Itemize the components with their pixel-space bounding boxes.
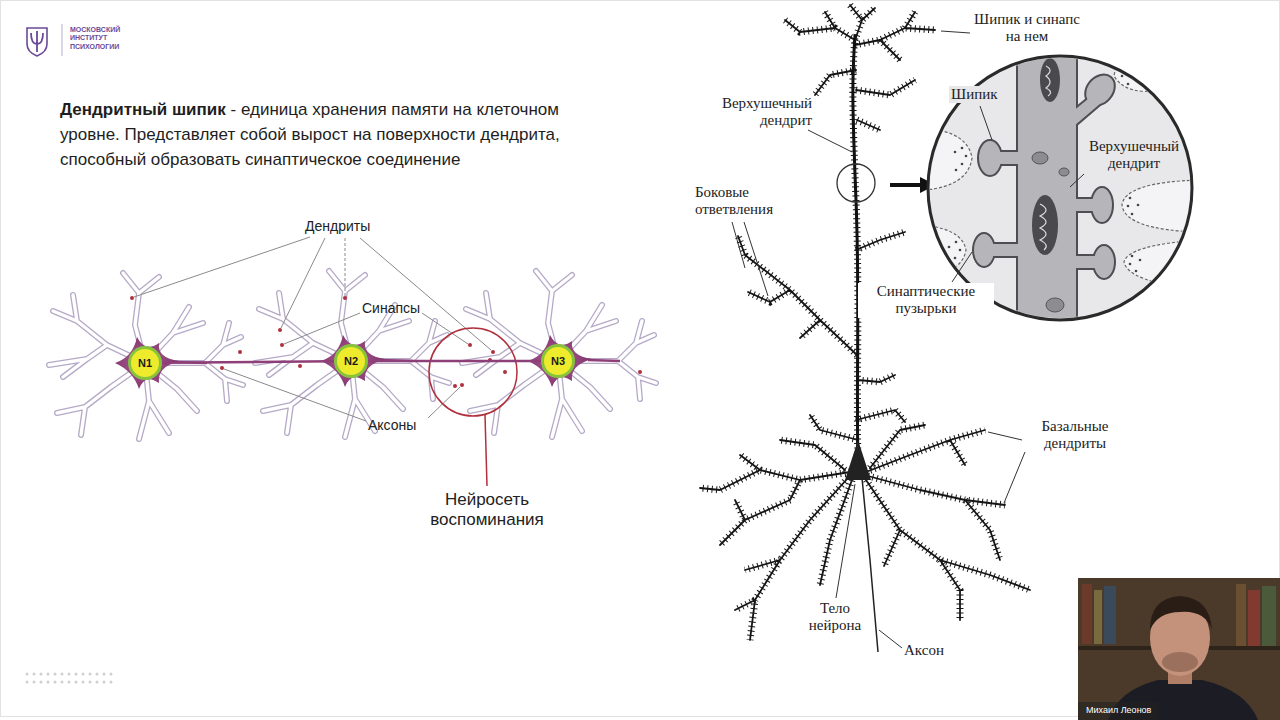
neuron-nucleus: N3 (541, 344, 575, 378)
part-label: Тело нейрона (800, 600, 870, 635)
part-label: Верхушечный дендрит (1080, 138, 1188, 173)
part-label: Синапсы (362, 300, 420, 316)
speaker-name: Михаил Леонов (1086, 705, 1151, 715)
caption-label: Нейросеть воспоминания (417, 490, 557, 529)
part-label: Боковые ответвления (695, 184, 800, 219)
nucleus-label: N3 (551, 355, 565, 367)
heading-paragraph: Дендритный шипик- единица хранения памят… (60, 97, 588, 172)
logo-text: МОСКОВСКИЙ ИНСТИТУТ ПСИХОЛОГИИ (70, 26, 132, 51)
part-label: Шипик (949, 86, 1000, 103)
nucleus-label: N2 (344, 355, 358, 367)
nucleus-label: N1 (138, 357, 152, 369)
neuron-nucleus: N2 (334, 344, 368, 378)
neuron-nucleus: N1 (128, 346, 162, 380)
axon-connector (368, 360, 541, 363)
part-label: Шипик и синапс на нем (968, 11, 1086, 46)
part-label: Дендриты (305, 218, 370, 234)
part-label: Синаптические пузырьки (858, 283, 994, 318)
heading-bold: Дендритный шипик (60, 100, 226, 119)
part-label: Аксон (904, 642, 944, 659)
part-label: Базальные дендриты (1025, 418, 1125, 453)
axon-connector (162, 361, 334, 363)
part-label: Верхушечный дендрит (700, 95, 812, 130)
part-label: Аксоны (368, 417, 416, 433)
